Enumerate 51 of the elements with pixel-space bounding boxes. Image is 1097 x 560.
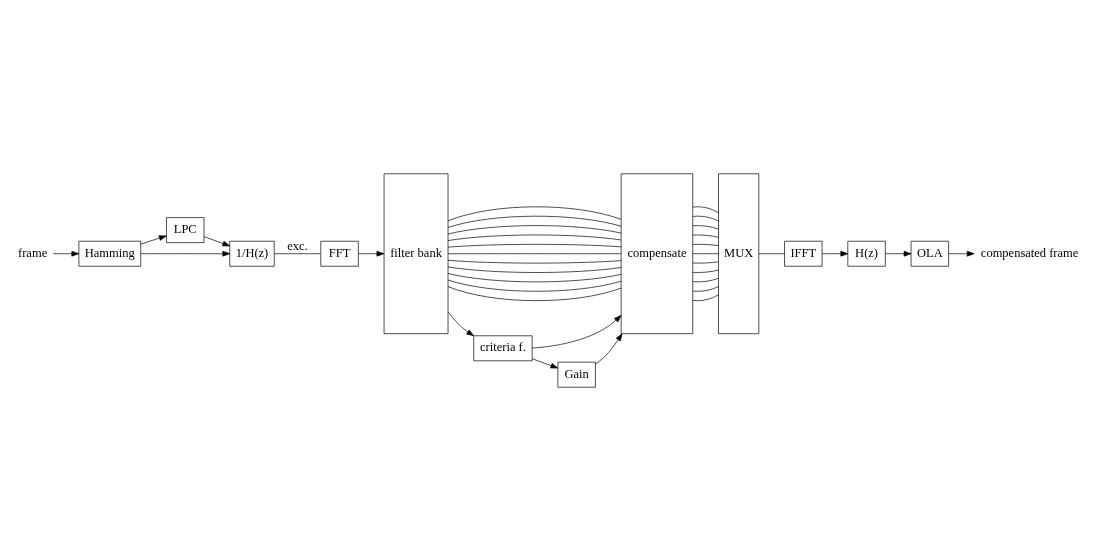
arrow [140, 250, 231, 256]
arrow [52, 250, 80, 256]
arrow [531, 357, 559, 368]
arrow [140, 234, 167, 244]
connector [692, 215, 719, 221]
node-box: FFT [320, 240, 359, 267]
node-box: criteria f. [473, 334, 533, 361]
arrow [531, 314, 622, 348]
node-box: MUX [718, 172, 760, 334]
connector [274, 252, 321, 254]
connector [758, 252, 785, 254]
arrow [447, 311, 475, 336]
connector [447, 266, 622, 273]
node-box: IFFT [784, 240, 823, 267]
arrow [595, 332, 623, 364]
connector [692, 277, 719, 282]
connector [447, 234, 622, 241]
node-box: 1/H(z) [229, 240, 275, 267]
node-box: LPC [166, 216, 205, 243]
connector [447, 279, 622, 292]
connector [447, 243, 622, 247]
arrow [948, 250, 975, 256]
connector [447, 252, 622, 254]
edge-label: exc. [287, 238, 308, 253]
connector [447, 224, 622, 234]
connector [692, 285, 719, 292]
connector [692, 243, 719, 246]
connector [692, 261, 719, 263]
node-box: filter bank [383, 172, 449, 334]
arrow [358, 250, 385, 256]
connector [692, 234, 719, 238]
connector [447, 215, 622, 228]
node-box: Hamming [78, 240, 142, 267]
connector [447, 259, 622, 263]
connector [692, 224, 719, 230]
node-box: OLA [910, 240, 949, 267]
node-box: compensate [620, 172, 694, 334]
connector [692, 293, 719, 301]
connector [692, 252, 719, 254]
node-text: frame [18, 245, 48, 260]
connector [447, 205, 622, 221]
connector [692, 269, 719, 273]
node-text: compensated frame [980, 245, 1079, 260]
connector [692, 205, 719, 213]
node-box: H(z) [847, 240, 886, 267]
connector [447, 285, 622, 301]
connector [447, 272, 622, 282]
node-box: Gain [557, 361, 596, 388]
arrow [885, 250, 912, 256]
arrow [821, 250, 849, 256]
arrow [203, 235, 231, 246]
